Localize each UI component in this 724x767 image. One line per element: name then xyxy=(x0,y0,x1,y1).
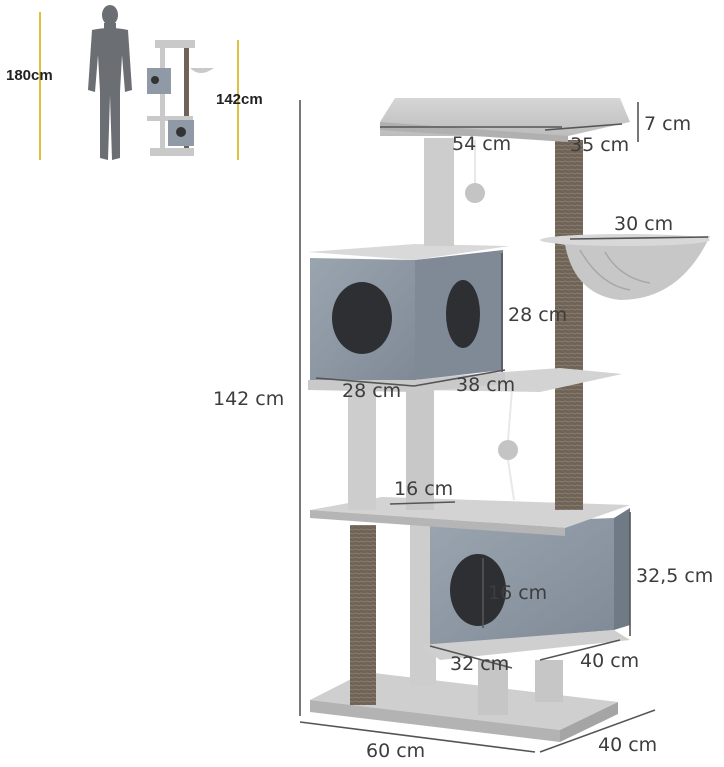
person-height-label: 180cm xyxy=(6,67,53,84)
upper-condo-width-label: 28 cm xyxy=(342,380,402,402)
lower-condo xyxy=(420,508,630,660)
lower-condo-hole-label: 16 cm xyxy=(488,582,548,604)
post-mid-left xyxy=(348,380,376,510)
total-height-label: 142 cm xyxy=(213,388,285,410)
base-width-label: 60 cm xyxy=(366,740,426,762)
upper-condo-hole-front xyxy=(332,282,392,354)
person-silhouette-icon xyxy=(88,5,132,160)
sisal-post-front-left xyxy=(350,525,376,705)
lower-condo-width-label: 32 cm xyxy=(450,653,510,675)
top-length-label: 54 cm xyxy=(452,133,512,155)
lower-condo-hole xyxy=(450,554,506,626)
upper-condo-hole-side xyxy=(446,280,480,348)
lower-condo-height-label: 32,5 cm xyxy=(636,565,714,587)
base-platform xyxy=(310,672,618,742)
dimension-lines xyxy=(299,100,709,753)
mini-cat-tree-icon xyxy=(147,40,214,156)
post-right xyxy=(535,660,563,702)
upper-condo-height-label: 28 cm xyxy=(508,304,568,326)
top-depth-label: 35 cm xyxy=(570,134,630,156)
middle-platform xyxy=(310,497,630,536)
scale-comparison xyxy=(39,5,239,160)
top-thickness-label: 7 cm xyxy=(644,113,692,135)
middle-platform-label: 16 cm xyxy=(394,478,454,500)
sisal-post-right-long xyxy=(555,140,583,510)
base-depth-label: 40 cm xyxy=(598,734,658,756)
upper-condo xyxy=(308,244,510,392)
post-front-mid xyxy=(478,660,508,715)
post-mid-center xyxy=(406,390,434,510)
lower-condo-depth-label: 40 cm xyxy=(580,650,640,672)
toy-ball-lower xyxy=(498,440,518,460)
upper-condo-depth-label: 38 cm xyxy=(456,374,516,396)
toy-ball-upper xyxy=(465,183,485,203)
cat-tree xyxy=(308,98,710,742)
tree-height-label-small: 142cm xyxy=(216,91,263,108)
hammock-label: 30 cm xyxy=(614,213,674,235)
top-post xyxy=(424,138,454,246)
